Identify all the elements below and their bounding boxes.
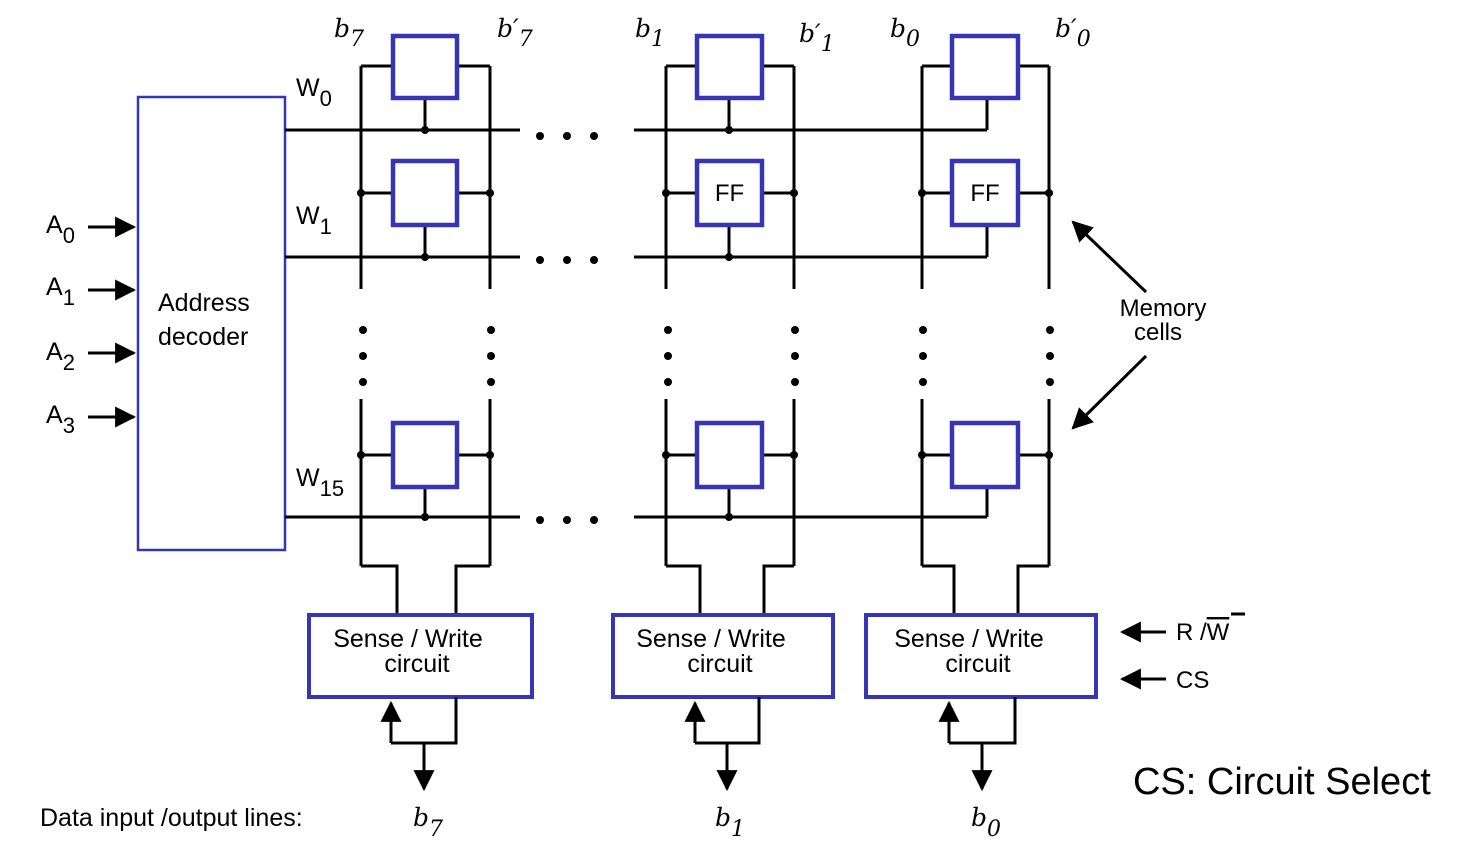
sense-write-circuit-b7: Sense / Write circuit: [307, 613, 534, 699]
read-write-label: R /W: [1176, 619, 1230, 646]
vertical-ellipsis: [359, 326, 1054, 386]
address-input-a1: A1: [46, 273, 137, 310]
junction-dots: [357, 126, 1053, 521]
bit-line-label: b′1: [799, 19, 835, 57]
memory-cell-grid: FF FF: [390, 33, 1021, 490]
memory-cells-annotation: Memory cells: [1071, 220, 1207, 430]
word-lines: [285, 128, 987, 519]
data-line-label: b7: [413, 803, 443, 842]
svg-text:circuit: circuit: [687, 650, 752, 678]
svg-text:Sense / Write: Sense / Write: [333, 625, 483, 653]
decoder-label-line1: Address: [158, 289, 250, 317]
address-decoder: Address decoder: [136, 95, 287, 552]
bit-line-label: b′7: [497, 14, 533, 52]
memory-cell: [694, 33, 765, 101]
bit-line-label: b7: [334, 14, 364, 52]
svg-text:A2: A2: [46, 338, 75, 375]
cs-label: CS: [1176, 667, 1209, 694]
bit-line-labels: b7 b′7 b1 b′1 b0 b′0: [334, 14, 1091, 57]
svg-text:circuit: circuit: [945, 650, 1010, 678]
data-io-label: Data input /output lines:: [40, 804, 303, 832]
svg-text:A0: A0: [46, 211, 75, 248]
ff-label: FF: [970, 180, 999, 207]
svg-text:A3: A3: [46, 401, 75, 438]
memory-cells-label-line1: Memory: [1120, 295, 1207, 322]
address-input-a3: A3: [46, 401, 137, 438]
svg-text:A1: A1: [46, 273, 75, 310]
control-inputs: R /W CS: [1119, 612, 1245, 694]
address-input-a2: A2: [46, 338, 137, 375]
sense-write-circuits: Sense / Write circuit Sense / Write circ…: [307, 613, 1098, 699]
data-io-lines: [380, 697, 1017, 792]
sense-write-connections: [361, 564, 1049, 615]
sense-write-circuit-b0: Sense / Write circuit: [864, 613, 1098, 699]
address-input-a0: A0: [46, 211, 137, 248]
memory-cell-ff: [949, 158, 1021, 228]
memory-cell: [390, 33, 460, 101]
sense-write-circuit-b1: Sense / Write circuit: [611, 613, 835, 699]
footnote: CS: Circuit Select: [1133, 761, 1431, 803]
ff-label: FF: [715, 180, 744, 207]
memory-cell: [949, 420, 1021, 490]
memory-cell: [949, 33, 1021, 101]
cell-connections: [361, 64, 1049, 517]
word-line-labels: W0 W1 W15: [296, 74, 344, 501]
decoder-label-line2: decoder: [158, 323, 248, 351]
memory-cells-label-line2: cells: [1134, 319, 1182, 346]
bit-lines: [359, 66, 1051, 566]
memory-cell: [390, 420, 460, 490]
word-line-label-w0: W0: [296, 74, 332, 111]
svg-text:Sense / Write: Sense / Write: [894, 625, 1044, 653]
bit-line-label: b0: [890, 14, 920, 52]
memory-cell: [390, 158, 460, 228]
memory-cell-ff: [694, 158, 765, 228]
data-io-line-labels: b7 b1 b0: [413, 803, 1001, 842]
svg-text:Sense / Write: Sense / Write: [636, 625, 786, 653]
svg-text:circuit: circuit: [384, 650, 449, 678]
word-line-label-w15: W15: [296, 464, 344, 501]
data-line-label: b0: [971, 803, 1001, 842]
bit-line-label: b′0: [1055, 14, 1091, 52]
horizontal-ellipsis: [536, 132, 598, 524]
data-line-label: b1: [715, 803, 745, 842]
memory-cell: [694, 420, 765, 490]
address-inputs: A0 A1 A2 A3: [46, 211, 137, 438]
word-line-label-w1: W1: [296, 202, 332, 239]
bit-line-label: b1: [635, 14, 665, 52]
